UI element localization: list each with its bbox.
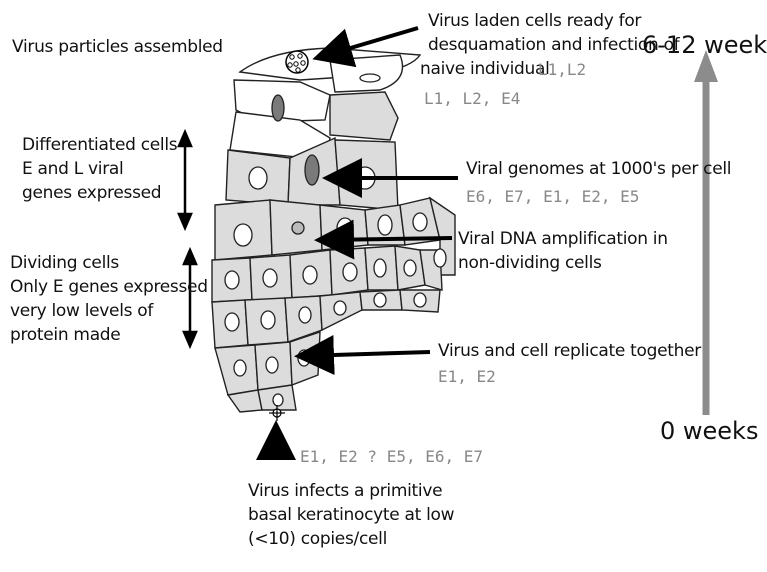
label-differentiated-2: E and L viral: [22, 158, 123, 180]
label-dividing-1: Dividing cells: [10, 252, 119, 274]
label-amplification-1: Viral DNA amplification in: [458, 228, 668, 250]
label-replicate-genes: E1, E2: [438, 366, 496, 388]
label-basal-genes: E1, E2 ? E5, E6, E7: [300, 446, 483, 468]
label-differentiated-1: Differentiated cells: [22, 134, 177, 156]
timeline-bottom-label: 0 weeks: [660, 420, 758, 442]
double-arrows: [179, 132, 196, 346]
label-replicate: Virus and cell replicate together: [438, 340, 701, 362]
label-infects-2: basal keratinocyte at low: [248, 504, 454, 526]
label-dividing-4: protein made: [10, 324, 120, 346]
label-desquamation-genes: L1,L2: [538, 59, 586, 81]
label-late-genes: L1, L2, E4: [424, 88, 520, 110]
label-dividing-3: very low levels of: [10, 300, 153, 322]
label-viral-genomes: Viral genomes at 1000's per cell: [466, 158, 731, 180]
label-genomes-genes: E6, E7, E1, E2, E5: [466, 186, 639, 208]
label-amplification-2: non-dividing cells: [458, 252, 602, 274]
timeline-top-label: 6-12 weeks: [642, 34, 767, 56]
label-differentiated-3: genes expressed: [22, 182, 161, 204]
label-virus-assembled: Virus particles assembled: [12, 36, 223, 58]
label-dividing-2: Only E genes expressed: [10, 276, 208, 298]
label-desquamation-3: naive individual: [420, 58, 550, 80]
label-desquamation-1: Virus laden cells ready for: [428, 10, 641, 32]
label-infects-3: (<10) copies/cell: [248, 528, 387, 550]
virus-particle-cluster-icon: [286, 51, 308, 73]
label-infects-1: Virus infects a primitive: [248, 480, 442, 502]
